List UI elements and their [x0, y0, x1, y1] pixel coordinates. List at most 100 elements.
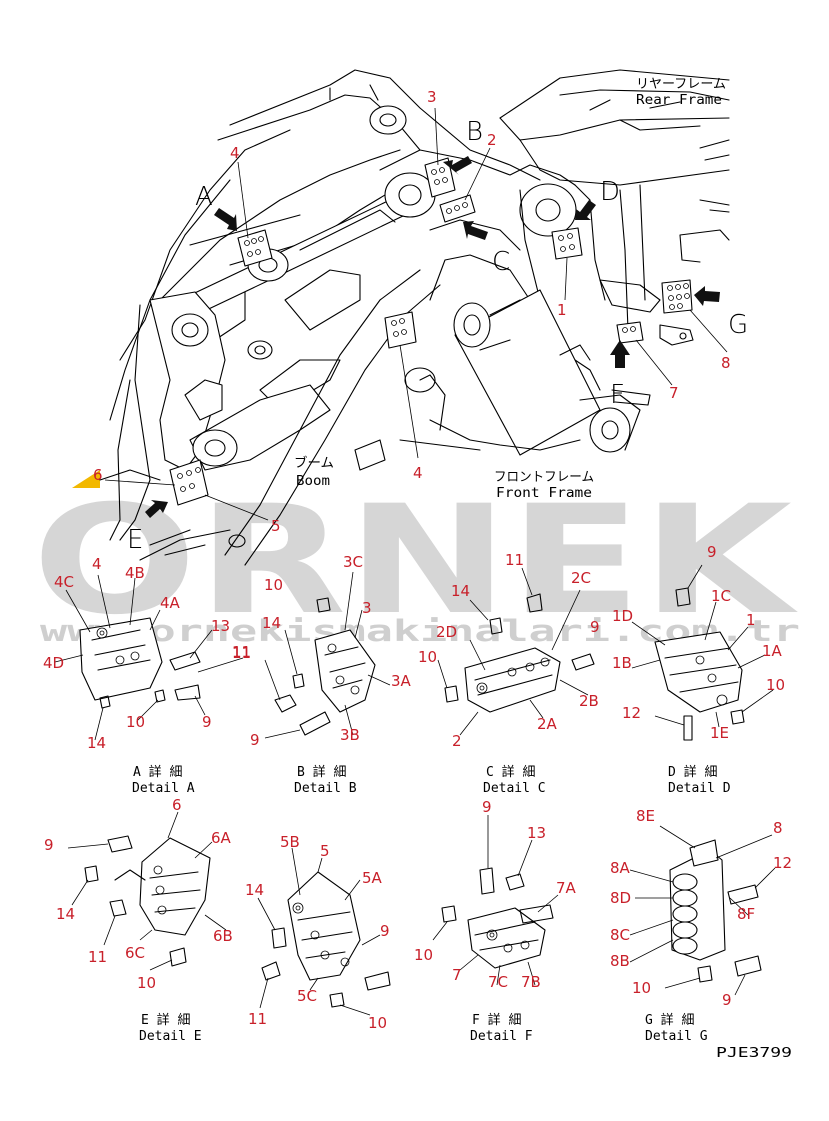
detail-C-label: 11	[505, 551, 524, 569]
detail-E-label: 9	[44, 836, 54, 854]
view-arrows	[145, 156, 720, 518]
callout: 2	[487, 131, 497, 149]
detail-B-label: 11	[232, 644, 251, 662]
rear-frame-en: Rear Frame	[636, 93, 722, 108]
detail-E-title-jp: E 詳 細	[141, 1012, 190, 1028]
detail-5-label: 5	[320, 842, 330, 860]
detail-B: 3C 3 10 14 11 3A 3B 9 B 詳 細 Detail B	[232, 553, 412, 796]
detail-C-label: 9	[590, 618, 600, 636]
detail-F-label: 13	[527, 824, 546, 842]
view-letter: C	[492, 247, 510, 277]
rear-frame	[499, 69, 730, 346]
detail-B-label: 3C	[343, 553, 363, 571]
detail-5-label: 14	[245, 881, 264, 899]
grease-block-B	[424, 157, 456, 198]
detail-5-label: 5C	[297, 987, 317, 1005]
detail-D-label: 1D	[612, 607, 633, 625]
detail-F-label: 7A	[556, 879, 577, 897]
detail-F-label: 9	[482, 798, 492, 816]
detail-G: 8E 8 8A 12 8D 8F 8C 8B 10 9 G 詳 細 Detail…	[610, 807, 792, 1044]
callout: 1	[557, 301, 567, 319]
view-letter: B	[466, 117, 483, 147]
detail-D-label: 12	[622, 704, 641, 722]
detail-E-label: 6B	[213, 927, 233, 945]
detail-A-label: 4A	[160, 594, 181, 612]
detail-C-label: 14	[451, 582, 470, 600]
detail-D-title-jp: D 詳 細	[668, 764, 717, 780]
detail-D-label: 1C	[711, 587, 731, 605]
detail-G-title-jp: G 詳 細	[645, 1012, 694, 1028]
detail-E-label: 10	[137, 974, 156, 992]
detail-G-label: 8A	[610, 859, 631, 877]
detail-E-title-en: Detail E	[139, 1029, 202, 1044]
detail-F-label: 7B	[521, 973, 541, 991]
arrow-C-icon	[463, 221, 488, 240]
detail-E-label: 11	[88, 948, 107, 966]
detail-5-series: 5B 5 5A 14 9 5C 11 10	[245, 833, 391, 1032]
detail-D: 9 1C 1D 1 1B 1A 10 12 1E D 詳 細 Detail D	[612, 543, 785, 796]
detail-A-label: 4B	[125, 564, 145, 582]
detail-5-label: 9	[380, 922, 390, 940]
detail-A-title-jp: A 詳 細	[133, 764, 182, 780]
detail-A-title-en: Detail A	[132, 781, 195, 796]
detail-C-label: 10	[418, 648, 437, 666]
grease-block-C	[439, 194, 476, 223]
detail-G-label: 10	[632, 979, 651, 997]
detail-G-label: 8C	[610, 926, 630, 944]
detail-A-label: 4D	[43, 654, 64, 672]
view-letter: E	[127, 525, 143, 555]
rear-frame-jp: リヤーフレーム	[636, 77, 726, 92]
detail-5-label: 10	[368, 1014, 387, 1032]
detail-E-label: 6	[172, 796, 182, 814]
frame-names: リヤーフレーム Rear Frame ブーム Boom フロントフレーム Fro…	[294, 77, 726, 501]
detail-B-label: 3	[362, 599, 372, 617]
detail-A-label: 14	[87, 734, 106, 752]
grease-block-center	[384, 311, 417, 349]
detail-A-label: 11	[232, 643, 251, 661]
callout: 8	[721, 354, 731, 372]
boom	[99, 69, 541, 566]
detail-C-title-jp: C 詳 細	[486, 764, 535, 780]
detail-A-label: 9	[202, 713, 212, 731]
detail-F-label: 7C	[488, 973, 508, 991]
boom-jp: ブーム	[294, 455, 334, 471]
detail-F-label: 10	[414, 946, 433, 964]
overview-leaders	[104, 107, 728, 521]
detail-B-label: 10	[264, 576, 283, 594]
front-frame	[354, 149, 651, 471]
detail-5-label: 11	[248, 1010, 267, 1028]
detail-B-label: 14	[262, 614, 281, 632]
detail-C-label: 2	[452, 732, 462, 750]
callout: 4	[413, 464, 423, 482]
detail-G-label: 8B	[610, 952, 630, 970]
detail-C-label: 2D	[436, 623, 457, 641]
overview-view-letters: A B C D E F G	[127, 117, 748, 555]
detail-E: 6 6A 9 14 6C 6B 11 10 E 詳 細 Detail E	[44, 796, 233, 1044]
grease-block-D	[551, 227, 583, 260]
detail-A-label: 13	[211, 617, 230, 635]
detail-D-label: 1A	[762, 642, 783, 660]
view-letter: G	[728, 310, 748, 340]
detail-E-label: 14	[56, 905, 75, 923]
detail-D-label: 9	[707, 543, 717, 561]
boom-en: Boom	[296, 474, 330, 489]
detail-G-title-en: Detail G	[645, 1029, 708, 1044]
callout: 6	[93, 466, 103, 484]
watermark-accent-triangle	[72, 470, 100, 488]
overview-grease-blocks	[169, 157, 693, 506]
arrow-D-icon	[575, 200, 596, 220]
detail-B-title-jp: B 詳 細	[297, 764, 346, 780]
detail-5-label: 5A	[362, 869, 383, 887]
detail-B-label: 9	[250, 731, 260, 749]
detail-G-label: 8D	[610, 889, 631, 907]
callout: 7	[669, 384, 679, 402]
view-letter: F	[610, 380, 625, 410]
detail-G-label: 8E	[636, 807, 655, 825]
front-frame-jp: フロントフレーム	[494, 470, 594, 485]
detail-B-label: 3A	[391, 672, 412, 690]
detail-F-title-jp: F 詳 細	[472, 1012, 521, 1028]
detail-B-title-en: Detail B	[294, 781, 357, 796]
detail-E-label: 6C	[125, 944, 145, 962]
arrow-B-icon	[443, 156, 472, 175]
